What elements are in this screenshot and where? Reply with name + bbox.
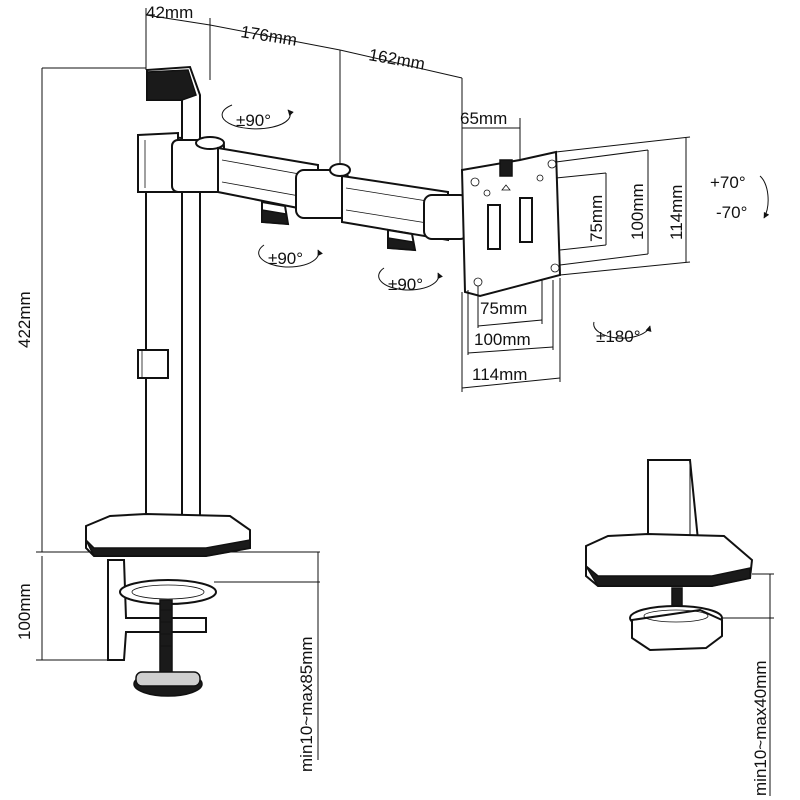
dim-arm-first: 176mm (239, 22, 298, 50)
arm-segments (171, 136, 469, 252)
dim-vesa-100-h: 100mm (474, 330, 531, 349)
dim-grommet-range: min10~max40mm (751, 660, 770, 796)
rot-arm-joint-2: ±90° (388, 275, 423, 294)
dim-vesa-75-h: 75mm (480, 299, 527, 318)
dim-pole-width: 42mm (146, 3, 193, 22)
rotation-plate-symbol (593, 321, 652, 339)
dim-clamp-height: 100mm (15, 583, 34, 640)
dim-plate-offset: 65mm (460, 109, 507, 128)
rotation-arm-joint-1-symbol (258, 244, 323, 268)
dim-pole-height: 422mm (15, 291, 34, 348)
top-dimension-lines (145, 8, 521, 170)
dim-vesa-100-v: 100mm (628, 183, 647, 240)
rot-tilt-down: -70° (716, 203, 747, 222)
dim-clamp-range: min10~max85mm (297, 636, 316, 772)
dim-arm-second: 162mm (367, 45, 426, 74)
vesa-plate (460, 150, 562, 298)
clamp-dimension-lines (36, 552, 320, 760)
rotation-arm-joint-2-symbol (378, 267, 443, 291)
desk-clamp-assembly (85, 512, 251, 697)
grommet-mount-assembly (585, 459, 754, 652)
rot-pole-joint: ±90° (236, 111, 271, 130)
rot-plate: ±180° (596, 327, 641, 346)
vesa-horizontal-dimensions (461, 278, 561, 392)
dim-vesa-114-h: 114mm (472, 365, 527, 384)
rot-tilt-up: +70° (710, 173, 746, 192)
rot-arm-joint-1: ±90° (268, 249, 303, 268)
dim-vesa-75-v: 75mm (587, 195, 606, 242)
rotation-tilt-symbol (759, 175, 770, 219)
pole (137, 65, 201, 530)
grommet-dimension-lines (722, 573, 774, 796)
dim-vesa-114-v: 114mm (667, 185, 686, 240)
rotation-pole-joint-symbol (221, 104, 294, 130)
vesa-vertical-dimensions (555, 136, 691, 276)
